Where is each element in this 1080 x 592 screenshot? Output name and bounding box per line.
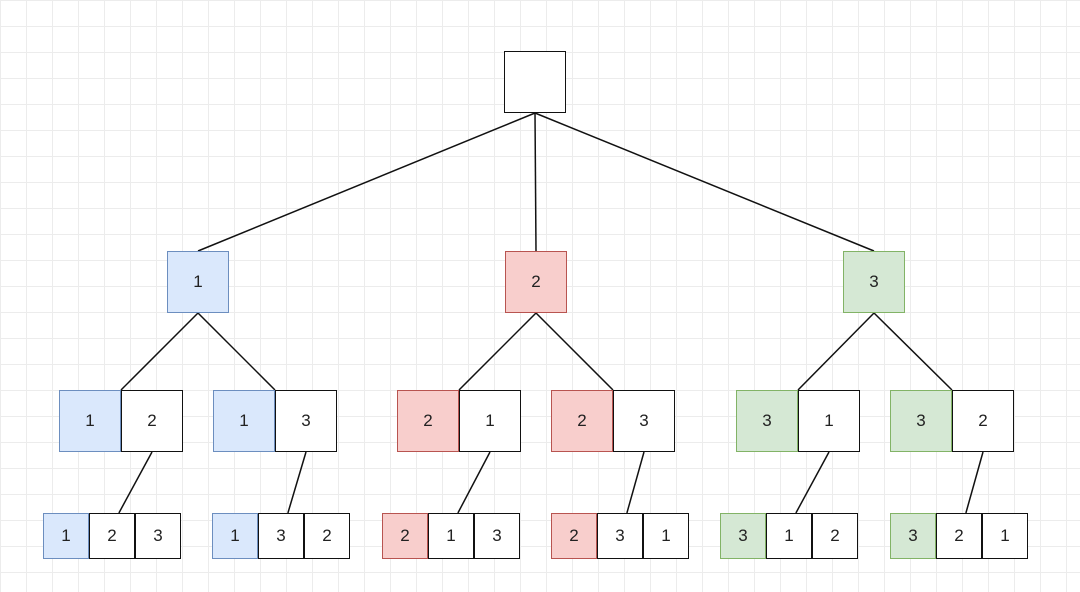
node-213-cell-1: 1 xyxy=(428,513,474,559)
node-213-cell-0: 2 xyxy=(382,513,428,559)
node-321-cell-1: 2 xyxy=(936,513,982,559)
node-21-cell-0: 2 xyxy=(397,390,459,452)
node-123-cell-0: 1 xyxy=(43,513,89,559)
node-32-cell-0: 3 xyxy=(890,390,952,452)
node-231-cell-2: 1 xyxy=(643,513,689,559)
node-312-cell-2: 2 xyxy=(812,513,858,559)
edge-32-to-321 xyxy=(965,451,984,514)
node-123-cell-2: 3 xyxy=(135,513,181,559)
node-13-cell-1: 3 xyxy=(275,390,337,452)
edge-root-to-2 xyxy=(534,112,537,252)
node-root-cell-0 xyxy=(504,51,566,113)
node-132-cell-0: 1 xyxy=(212,513,258,559)
node-23-cell-0: 2 xyxy=(551,390,613,452)
edge-root-to-1 xyxy=(197,112,536,252)
node-12-cell-1: 2 xyxy=(121,390,183,452)
node-13-cell-0: 1 xyxy=(213,390,275,452)
node-321-cell-0: 3 xyxy=(890,513,936,559)
edge-13-to-132 xyxy=(287,451,307,514)
edge-3-to-31 xyxy=(797,312,875,391)
node-31-cell-1: 1 xyxy=(798,390,860,452)
edge-2-to-23 xyxy=(535,312,614,391)
edge-12-to-123 xyxy=(118,451,153,514)
node-21-cell-1: 1 xyxy=(459,390,521,452)
edge-31-to-312 xyxy=(795,451,830,514)
edge-root-to-3 xyxy=(534,112,875,252)
node-231-cell-1: 3 xyxy=(597,513,643,559)
node-213-cell-2: 3 xyxy=(474,513,520,559)
node-23-cell-1: 3 xyxy=(613,390,675,452)
node-32-cell-1: 2 xyxy=(952,390,1014,452)
node-132-cell-2: 2 xyxy=(304,513,350,559)
node-123-cell-1: 2 xyxy=(89,513,135,559)
node-321-cell-2: 1 xyxy=(982,513,1028,559)
node-312-cell-0: 3 xyxy=(720,513,766,559)
node-2-cell-0: 2 xyxy=(505,251,567,313)
edge-21-to-213 xyxy=(457,451,491,514)
edge-23-to-231 xyxy=(626,451,645,514)
edge-2-to-21 xyxy=(458,312,537,391)
node-132-cell-1: 3 xyxy=(258,513,304,559)
node-31-cell-0: 3 xyxy=(736,390,798,452)
node-12-cell-0: 1 xyxy=(59,390,121,452)
node-231-cell-0: 2 xyxy=(551,513,597,559)
node-312-cell-1: 1 xyxy=(766,513,812,559)
node-1-cell-0: 1 xyxy=(167,251,229,313)
edge-3-to-32 xyxy=(873,312,953,391)
edge-1-to-13 xyxy=(197,312,276,391)
node-3-cell-0: 3 xyxy=(843,251,905,313)
edge-1-to-12 xyxy=(120,312,199,391)
